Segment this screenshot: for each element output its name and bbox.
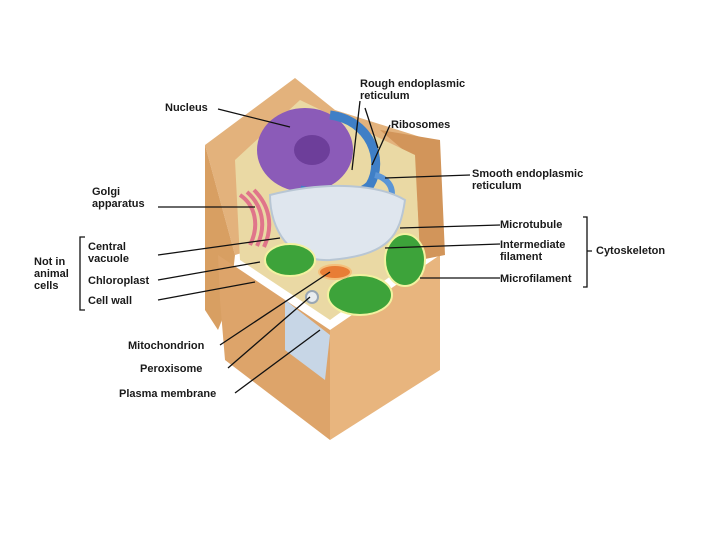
mitochondrion-shape bbox=[318, 264, 352, 280]
chloroplast-shape-3 bbox=[384, 233, 426, 287]
cytoskeleton-bracket bbox=[583, 216, 592, 288]
label-cell-wall: Cell wall bbox=[88, 295, 133, 307]
label-microtubule: Microtubule bbox=[500, 219, 563, 231]
chloroplast-shape-1 bbox=[264, 243, 316, 277]
label-peroxisome: Peroxisome bbox=[140, 363, 203, 375]
cell-wall-front-face bbox=[218, 255, 340, 440]
label-mitochondrion: Mitochondrion bbox=[128, 340, 205, 352]
chloroplast-shape-2 bbox=[327, 274, 393, 316]
central-vacuole-shape bbox=[268, 184, 407, 262]
cell-wall-right-face bbox=[330, 255, 440, 440]
label-chloroplast: Chloroplast bbox=[88, 275, 150, 287]
peroxisome-shape bbox=[305, 290, 319, 304]
leader-lines bbox=[157, 100, 501, 394]
not-in-animal-bracket bbox=[79, 236, 85, 311]
label-cytoskeleton: Cytoskeleton bbox=[596, 245, 666, 257]
label-nucleus: Nucleus bbox=[165, 102, 208, 114]
label-plasma-membrane: Plasma membrane bbox=[119, 388, 217, 400]
label-ribosomes: Ribosomes bbox=[391, 119, 451, 131]
nucleolus-shape bbox=[294, 135, 330, 165]
label-microfilament: Microfilament bbox=[500, 273, 572, 285]
